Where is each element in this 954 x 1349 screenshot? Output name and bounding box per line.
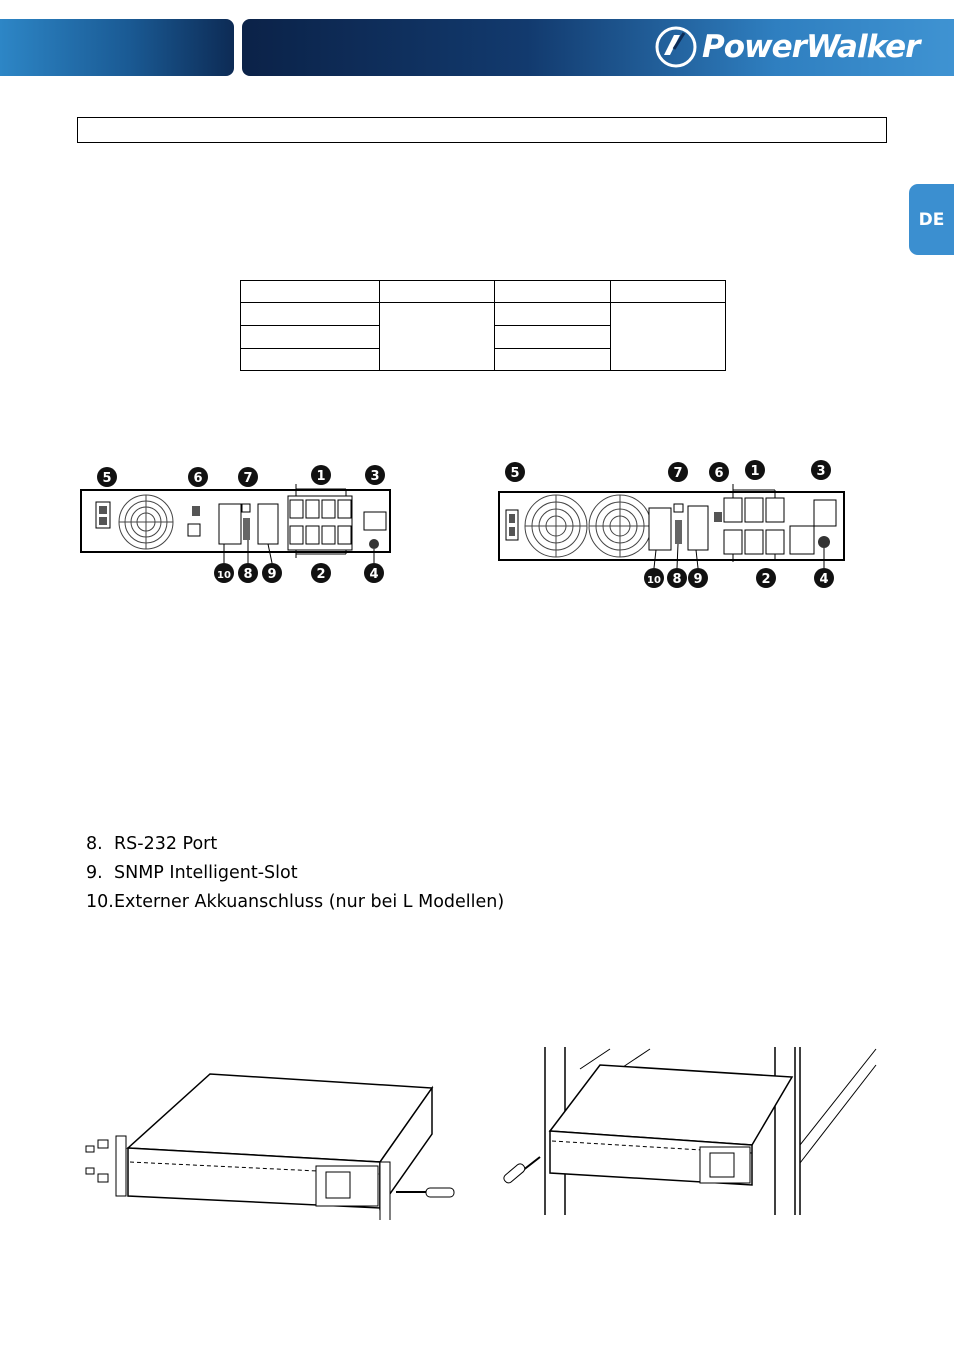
list-text: SNMP Intelligent-Slot: [114, 863, 298, 883]
lcd-display-icon: [709, 1152, 735, 1178]
models-table: [240, 280, 726, 371]
rack-install-illustration: [503, 1047, 877, 1215]
back-panel-figure-right: 5 7 6 1 3 10 8 9 2 4: [498, 460, 845, 588]
list-item: 10. Externer Akkuanschluss (nur bei L Mo…: [86, 888, 504, 917]
header-bar-right: [242, 19, 954, 76]
table-cell: [494, 302, 611, 326]
callout-label: 2: [761, 572, 770, 587]
callout-label: 1: [316, 469, 325, 484]
header-bar-left: [0, 19, 234, 76]
callout-label: 3: [816, 464, 825, 479]
outlet-group-icon: [287, 495, 353, 551]
input-breaker-icon: [369, 539, 379, 549]
ac-input-socket-icon: [363, 511, 387, 531]
list-item: 9. SNMP Intelligent-Slot: [86, 859, 504, 888]
usb-port-icon: [241, 503, 251, 513]
snmp-slot-icon: [687, 505, 709, 551]
dry-contact-icon: [714, 512, 722, 522]
callout-label: 9: [267, 567, 276, 582]
table-cell: [610, 280, 726, 303]
input-breaker-icon: [818, 536, 830, 548]
list-item: 8. RS-232 Port: [86, 830, 504, 859]
callout-label: 2: [316, 567, 325, 582]
callout-label: 5: [102, 471, 111, 486]
fan-icon: [588, 494, 652, 558]
table-cell: [610, 302, 726, 371]
usb-port-icon: [673, 503, 684, 513]
table-cell: [240, 302, 380, 326]
table-cell: [240, 348, 380, 371]
screwdriver-icon: [396, 1187, 455, 1198]
callout-label: 6: [193, 471, 202, 486]
table-cell: [240, 325, 380, 349]
back-panel-figure-left: 5 6 7 1 3 10 8 9 2 4: [80, 465, 391, 583]
screwdriver-icon: [503, 1156, 541, 1184]
callout-label: 3: [370, 469, 379, 484]
rack-ear-bracket: [379, 1161, 391, 1220]
rs232-port-icon: [243, 518, 250, 540]
table-row: [240, 348, 726, 371]
callout-label: 4: [369, 567, 378, 582]
callout-label: 4: [819, 572, 828, 587]
ups-top-surface: [126, 1073, 434, 1163]
table-cell: [494, 325, 611, 349]
callout-label: 10: [217, 570, 231, 581]
table-cell: [494, 280, 611, 303]
table-row: [240, 302, 726, 371]
list-number: 9.: [86, 863, 103, 883]
callout-label: 9: [693, 572, 702, 587]
list-text: Externer Akkuanschluss (nur bei L Modell…: [114, 892, 505, 912]
fan-icon: [118, 494, 174, 550]
section-title-box: [77, 117, 887, 143]
brand-name: PowerWalker: [702, 29, 920, 65]
language-tab-de[interactable]: DE: [909, 184, 954, 255]
callout-label: 7: [243, 471, 252, 486]
table-cell: [240, 280, 380, 303]
list-text: RS-232 Port: [114, 834, 218, 854]
dry-contact-icon: [192, 506, 200, 516]
screw-icon: [85, 1139, 109, 1183]
rs232-port-icon: [675, 520, 682, 544]
rack-ear-bracket: [115, 1135, 127, 1197]
callout-label: 8: [243, 567, 252, 582]
callout-label: 7: [673, 466, 682, 481]
ac-input-socket-icon: [813, 499, 837, 527]
table-cell: [379, 302, 495, 371]
callout-label: 5: [510, 466, 519, 481]
powerwalker-logo: PowerWalker: [654, 22, 920, 72]
list-number: 10.: [86, 892, 114, 912]
external-battery-connector-icon: [648, 507, 672, 551]
logo-emblem-icon: [655, 26, 697, 68]
callout-label: 6: [714, 466, 723, 481]
external-battery-connector-icon: [218, 503, 242, 545]
callout-label: 1: [750, 464, 759, 479]
rack-ears-mount-illustration: [85, 1073, 455, 1220]
fan-icon: [524, 494, 588, 558]
callout-label: 8: [672, 572, 681, 587]
snmp-slot-icon: [257, 503, 279, 545]
table-cell: [379, 280, 495, 303]
list-number: 8.: [86, 834, 103, 854]
table-row: [240, 280, 726, 303]
table-cell: [494, 348, 611, 371]
connector-legend-list: 8. RS-232 Port 9. SNMP Intelligent-Slot …: [86, 830, 504, 917]
lcd-display-icon: [325, 1171, 351, 1199]
callout-label: 10: [647, 575, 661, 586]
